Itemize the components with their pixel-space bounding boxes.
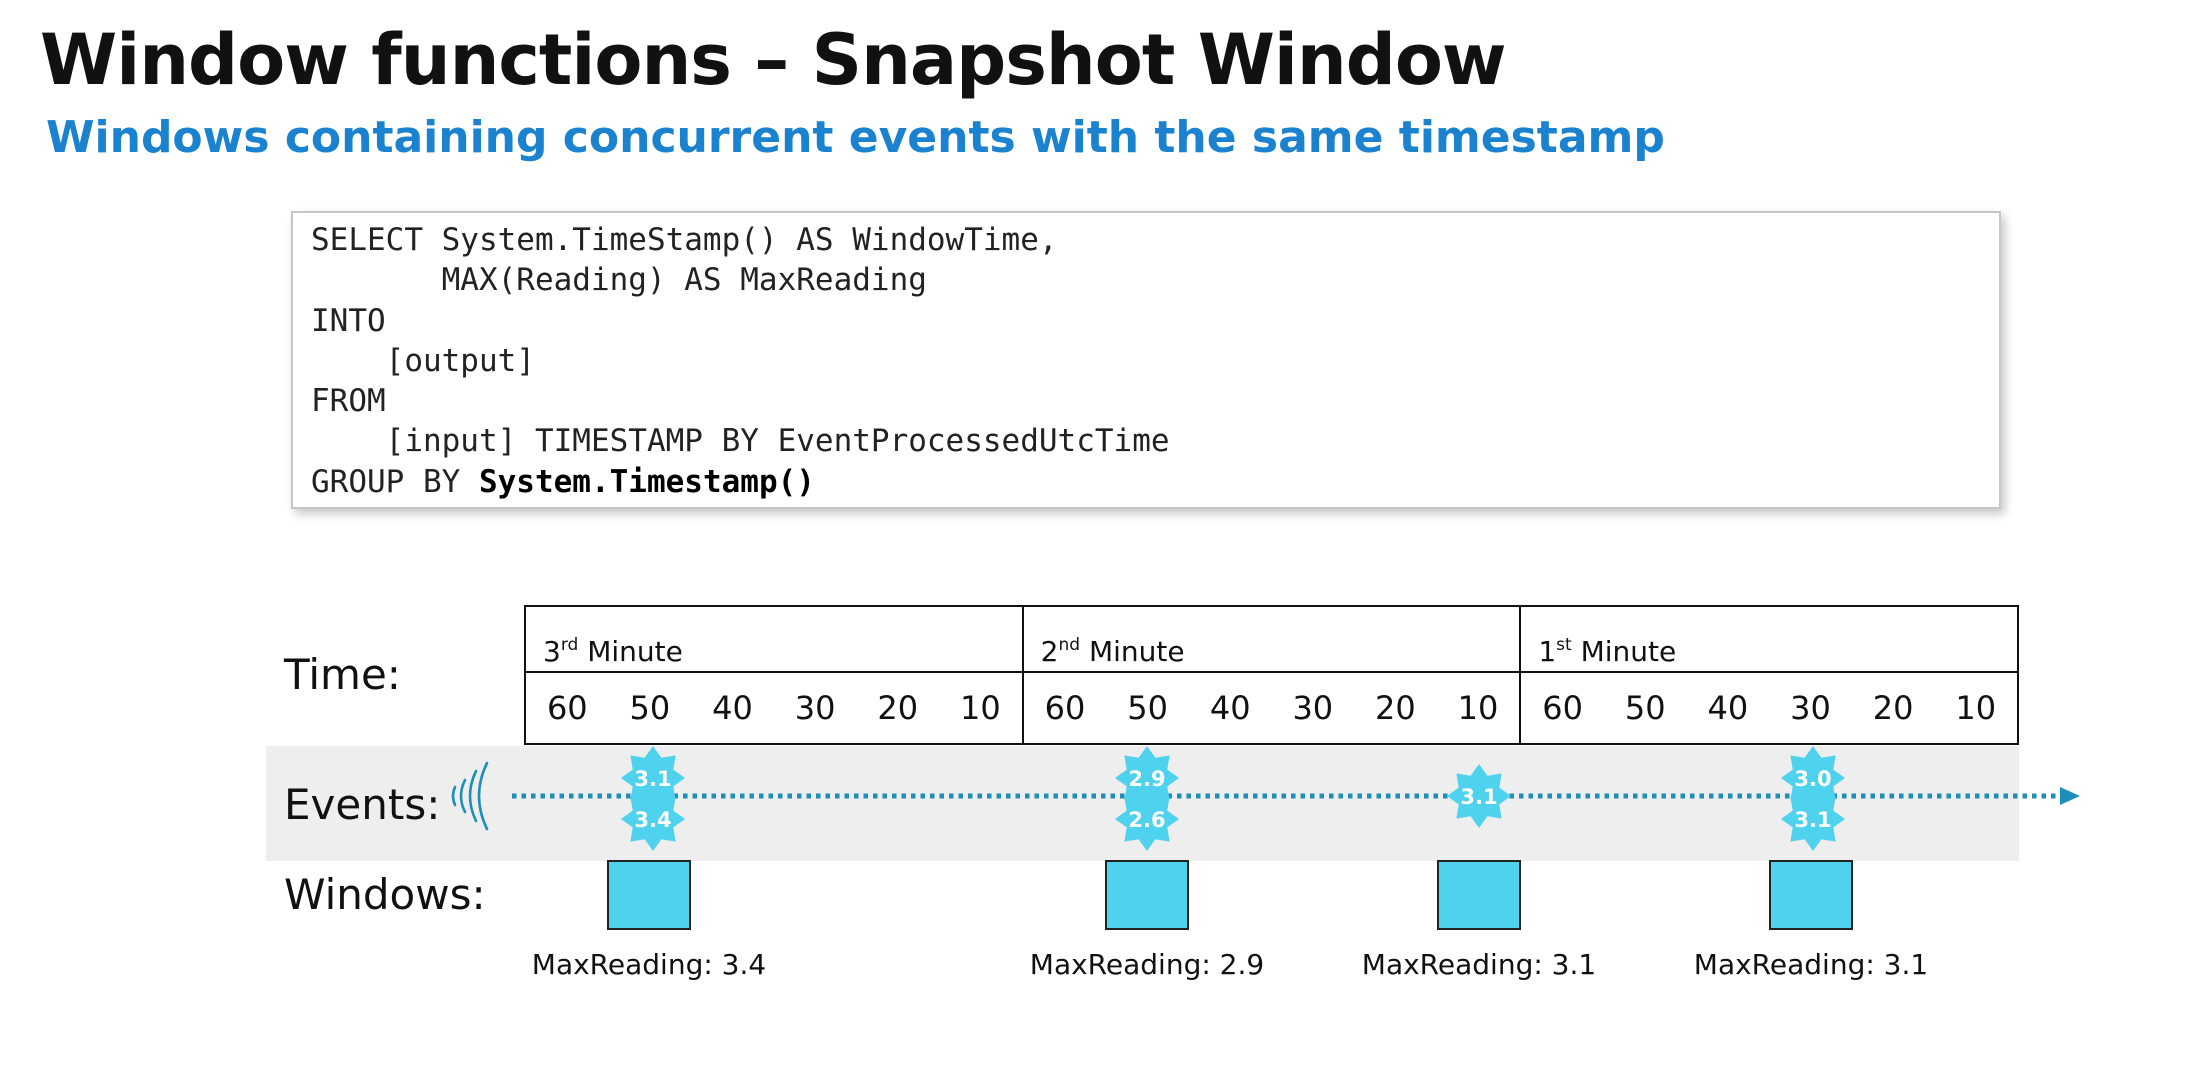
event-badge [1115, 746, 1179, 810]
event-badge [1447, 764, 1511, 828]
event-badge [621, 787, 685, 851]
minute-word: Minute [1580, 635, 1677, 668]
event-reading-value: 3.4 [634, 808, 671, 832]
tick-row: 60 50 40 30 20 10 [1521, 673, 2017, 743]
windows-row-label: Windows: [284, 870, 486, 919]
tick-label: 40 [712, 689, 753, 727]
event-badge [1115, 787, 1179, 851]
tick-label: 20 [1872, 689, 1914, 727]
window-caption: MaxReading: 2.9 [1029, 948, 1265, 981]
tick-label: 40 [1707, 689, 1749, 727]
minute-block-2nd: 2nd Minute 60 50 40 30 20 10 [1023, 607, 1522, 743]
minute-ordinal: rd [560, 635, 579, 655]
event-reading-value: 2.9 [1128, 767, 1165, 791]
minute-header: 3rd Minute [526, 607, 1022, 673]
snapshot-window [1105, 860, 1189, 930]
arrow-right-icon [2060, 787, 2080, 805]
minute-ordinal: st [1556, 635, 1572, 655]
code-group-by-expression: System.Timestamp() [478, 463, 815, 500]
tick-label: 60 [1044, 689, 1086, 727]
event-reading-value: 3.1 [1460, 785, 1497, 809]
code-line: SELECT System.TimeStamp() AS WindowTime, [311, 222, 1058, 258]
tick-label: 10 [1955, 689, 1997, 727]
tick-label: 40 [1209, 689, 1251, 727]
events-row-label: Events: [284, 780, 441, 829]
time-table: 3rd Minute 60 50 40 30 20 10 2nd Minute … [524, 605, 2019, 745]
tick-label: 10 [1457, 689, 1499, 727]
snapshot-window [1769, 860, 1853, 930]
code-line: INTO [311, 302, 386, 339]
event-badge [1781, 746, 1845, 810]
window-caption: MaxReading: 3.4 [531, 948, 767, 981]
tick-label: 50 [629, 689, 671, 727]
code-line: MAX(Reading) AS MaxReading [311, 262, 927, 299]
snapshot-window [607, 860, 691, 930]
tick-label: 60 [1542, 689, 1583, 727]
code-panel: SELECT System.TimeStamp() AS WindowTime,… [291, 211, 2001, 509]
tick-label: 60 [546, 689, 588, 727]
event-reading-value: 2.6 [1128, 808, 1165, 832]
minute-block-3rd: 3rd Minute 60 50 40 30 20 10 [526, 607, 1024, 743]
tick-label: 20 [877, 689, 919, 727]
code-line: [output] [311, 342, 535, 379]
minute-word: Minute [587, 635, 683, 668]
event-reading-value: 3.1 [1794, 808, 1831, 832]
tick-row: 60 50 40 30 20 10 [526, 673, 1022, 743]
minute-number: 1 [1538, 635, 1557, 668]
event-badge [621, 746, 685, 810]
event-badge [1781, 787, 1845, 851]
code-group-by-keyword: GROUP BY [311, 463, 479, 500]
minute-header: 2nd Minute [1023, 607, 1520, 673]
minute-number: 2 [1040, 635, 1059, 668]
event-reading-value: 3.1 [634, 767, 671, 791]
minute-header: 1st Minute [1521, 607, 2018, 673]
minute-number: 3 [543, 635, 561, 668]
code-line: FROM [311, 383, 386, 420]
tick-label: 30 [1790, 689, 1831, 727]
minute-word: Minute [1088, 635, 1185, 668]
time-row-label: Time: [284, 650, 401, 699]
event-reading-value: 3.0 [1794, 767, 1831, 791]
event-badges: 3.1 3.4 2.9 2.6 3.1 3.0 3.1 [621, 746, 1845, 851]
tick-label: 10 [959, 689, 1001, 727]
code-line-group-by: GROUP BY System.Timestamp() [311, 462, 1999, 502]
minute-block-1st: 1st Minute 60 50 40 30 20 10 [1521, 607, 2018, 743]
tick-label: 30 [1292, 689, 1334, 727]
tick-label: 20 [1375, 689, 1416, 727]
tick-label: 50 [1127, 689, 1168, 727]
tick-label: 30 [794, 689, 836, 727]
snapshot-window [1437, 860, 1521, 930]
code-line: [input] TIMESTAMP BY EventProcessedUtcTi… [311, 423, 1170, 460]
window-caption: MaxReading: 3.1 [1693, 948, 1929, 981]
tick-label: 50 [1624, 689, 1666, 727]
window-caption: MaxReading: 3.1 [1361, 948, 1597, 981]
signal-waves-icon [451, 761, 489, 831]
minute-ordinal: nd [1058, 635, 1081, 655]
slide-title: Window functions – Snapshot Window [40, 19, 1507, 101]
tick-row: 60 50 40 30 20 10 [1024, 673, 1520, 743]
slide-subtitle: Windows containing concurrent events wit… [46, 112, 1665, 163]
